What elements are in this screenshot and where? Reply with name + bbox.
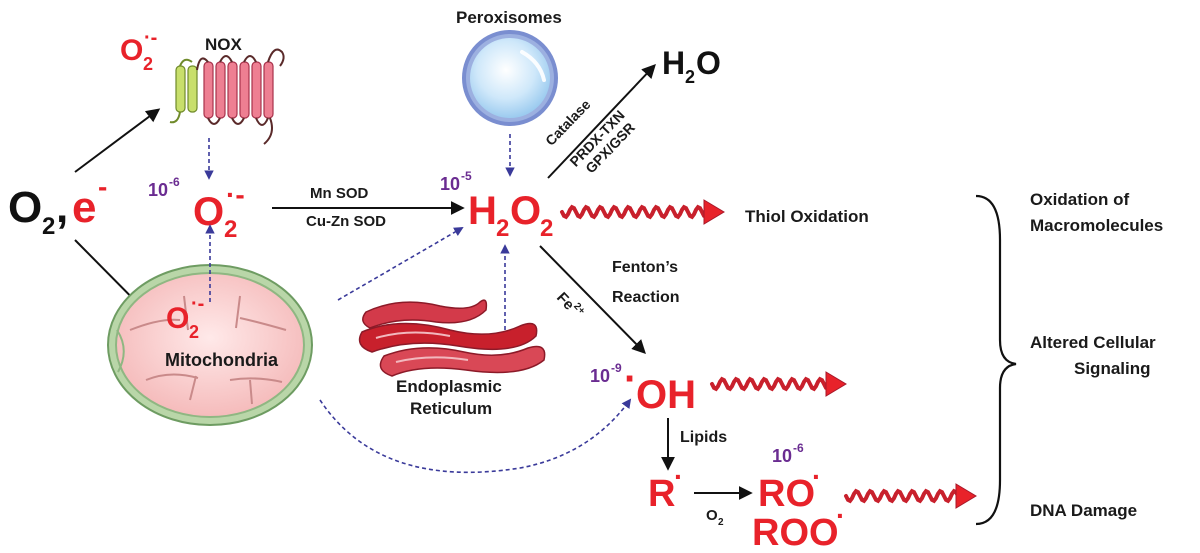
oxidation-macromolecules-line2: Macromolecules <box>1030 216 1163 235</box>
ro-symbol: RO <box>758 473 815 515</box>
h2o2-subscript-2: 2 <box>540 215 553 242</box>
superoxide-concentration-base: 10 <box>148 180 168 200</box>
mito-superoxide-charge: ·- <box>191 293 204 315</box>
peroxisome-icon <box>462 30 558 126</box>
fenton-reaction-arrow <box>539 245 646 354</box>
nox-superoxide-subscript: 2 <box>143 54 153 74</box>
lipids-label: Lipids <box>680 429 727 446</box>
mito-superoxide-subscript: 2 <box>189 322 199 342</box>
mitochondrial-superoxide: O 2 ·- <box>166 293 204 342</box>
superoxide-concentration-exponent: -6 <box>169 175 180 189</box>
superoxide-symbol: O <box>193 190 224 234</box>
hydrogen-peroxide-node: 10 -5 H 2 O 2 <box>440 169 553 242</box>
fenton-label-line1: Fenton’s <box>612 259 678 276</box>
superoxide-subscript: 2 <box>224 216 237 243</box>
nox-superoxide-symbol: O <box>120 34 143 67</box>
hydroxyl-radical-node: 10 -9 · OH <box>590 357 696 417</box>
mn-sod-label: Mn SOD <box>310 185 368 202</box>
dashed-arrow-mito-to-hydroxyl <box>319 398 632 474</box>
arrow-to-nox <box>74 108 161 173</box>
superoxide-node: 10 -6 O 2 ·- <box>148 175 245 243</box>
mito-superoxide-symbol: O <box>166 302 189 335</box>
altered-signaling-line2: Signaling <box>1074 359 1151 378</box>
lipid-radical-node: R · <box>648 461 683 515</box>
hydroxyl-symbol: OH <box>636 373 696 417</box>
oxygen-symbol: O <box>8 183 42 232</box>
electron-symbol: e <box>72 183 96 232</box>
altered-signaling-line1: Altered Cellular <box>1030 333 1156 352</box>
ro-dot: · <box>812 461 821 492</box>
alkoxyl-radical: RO · <box>758 461 821 515</box>
dashed-arrow-mito-to-h2o2 <box>337 227 464 301</box>
h2o2-concentration-base: 10 <box>440 174 460 194</box>
mitochondria-icon <box>107 264 313 426</box>
hydroxyl-concentration-base: 10 <box>590 366 610 386</box>
nox-membrane-protein-icon <box>169 48 285 145</box>
h2o2-concentration-exponent: -5 <box>461 169 472 183</box>
wavy-arrow-icon <box>844 483 977 509</box>
h2o2-h: H <box>468 189 497 233</box>
er-label-line2: Reticulum <box>410 399 492 418</box>
oxygen-subscript: 2 <box>42 213 55 240</box>
water-o: O <box>696 45 721 81</box>
peroxyl-concentration-base: 10 <box>772 446 792 466</box>
comma: , <box>56 183 68 232</box>
oxidation-macromolecules-line1: Oxidation of <box>1030 190 1130 209</box>
nox-label: NOX <box>205 35 243 54</box>
mitochondria-label: Mitochondria <box>165 350 279 370</box>
peroxyl-concentration-exponent: -6 <box>793 441 804 455</box>
arrow-h2o2-to-water <box>547 63 656 179</box>
oxygen-electron-input: O 2 , e - <box>8 171 107 240</box>
peroxisomes-label: Peroxisomes <box>456 8 562 27</box>
dna-damage-label: DNA Damage <box>1030 501 1137 520</box>
h2o2-o: O <box>510 189 541 233</box>
nox-superoxide: O 2 ·- <box>120 27 157 74</box>
h2o2-subscript-1: 2 <box>496 215 509 242</box>
hydroxyl-dot: · <box>624 357 637 401</box>
curly-brace-icon <box>975 194 1017 526</box>
r-radical-dot: · <box>674 461 683 492</box>
thiol-oxidation-label: Thiol Oxidation <box>745 207 869 226</box>
water-node: H 2 O <box>662 45 721 87</box>
hydroxyl-concentration-exponent: -9 <box>611 361 622 375</box>
nox-superoxide-charge: ·- <box>144 27 157 49</box>
iron-label: Fe 2+ <box>553 289 587 317</box>
er-label-line1: Endoplasmic <box>396 377 502 396</box>
peroxyl-radical: ROO · <box>752 500 845 553</box>
electron-charge: - <box>98 171 107 202</box>
wavy-arrow-icon <box>710 371 847 397</box>
cu-zn-sod-label: Cu-Zn SOD <box>306 213 386 230</box>
superoxide-charge: ·- <box>226 179 245 210</box>
r-radical-symbol: R <box>648 473 675 515</box>
oxygenation-subscript: 2 <box>718 517 724 528</box>
roo-symbol: ROO <box>752 512 839 553</box>
endoplasmic-reticulum-icon <box>358 299 546 377</box>
water-h: H <box>662 45 685 81</box>
fenton-label-line2: Reaction <box>612 289 680 306</box>
oxygenation-o: O <box>706 507 718 524</box>
wavy-arrow-icon <box>560 199 725 225</box>
roo-dot: · <box>836 500 845 531</box>
water-subscript: 2 <box>685 67 695 87</box>
